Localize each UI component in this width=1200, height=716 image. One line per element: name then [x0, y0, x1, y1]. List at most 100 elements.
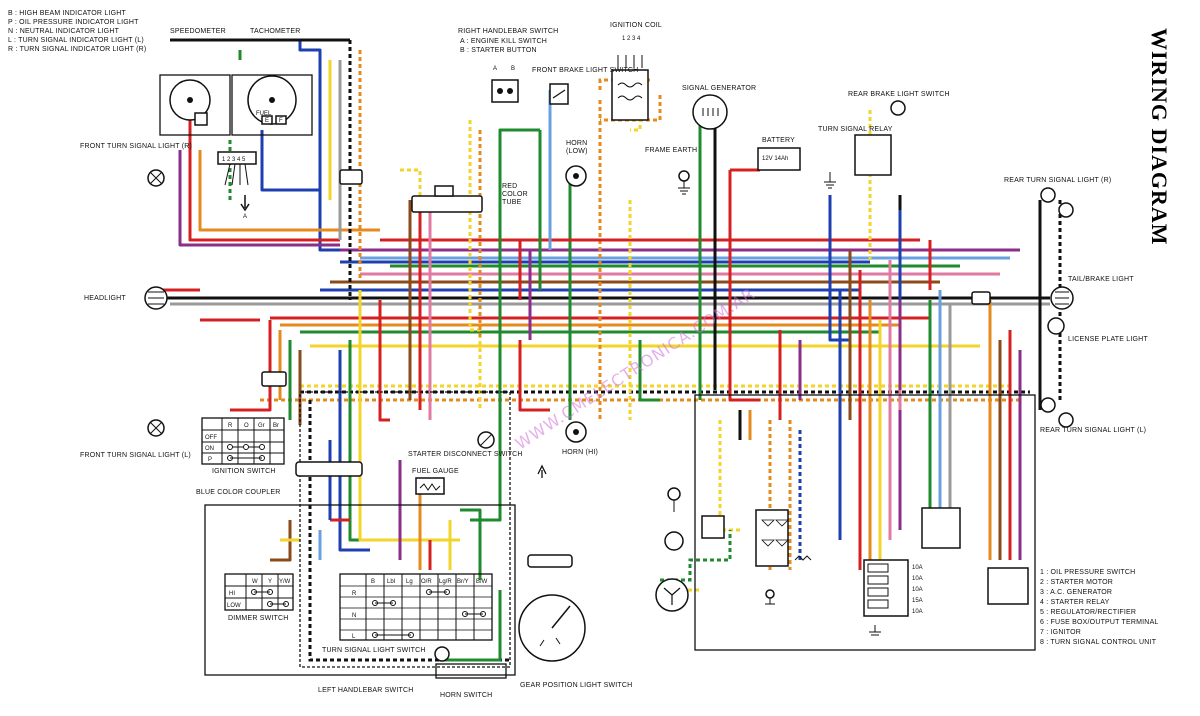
turn-signal-relay — [854, 134, 892, 176]
dimmer-row: LOW — [227, 603, 241, 609]
turn-row: R — [352, 591, 357, 597]
fuse-rating: 10A — [912, 576, 923, 582]
speedometer — [169, 79, 211, 126]
rear-turn-signal-right — [1040, 187, 1074, 218]
ignition-col: R — [228, 423, 233, 429]
horn-hi-label: HORN (HI) — [562, 449, 598, 456]
turn-signal-relay-label: TURN SIGNAL RELAY — [818, 126, 893, 133]
horn-switch-label: HORN SWITCH — [440, 692, 492, 699]
gauge-pins-label: 1 2 3 4 5 — [222, 157, 246, 163]
turn-row: L — [352, 634, 356, 640]
fuel-label: FUEL — [256, 111, 272, 117]
rear-turn-r-label: REAR TURN SIGNAL LIGHT (R) — [1004, 177, 1111, 184]
frame-earth-label: FRAME EARTH — [645, 147, 697, 154]
turn-row: N — [352, 613, 356, 619]
fuel-e-label: E — [265, 118, 269, 124]
legend-bottom-item: 4 : STARTER RELAY — [1040, 599, 1110, 606]
front-turn-r-label: FRONT TURN SIGNAL LIGHT (R) — [80, 143, 192, 150]
gear-coupler — [527, 554, 573, 568]
bottom-legend: 1 : OIL PRESSURE SWITCH 2 : STARTER MOTO… — [1040, 569, 1159, 646]
left-handlebar-enclosure — [299, 391, 511, 668]
gauge-connector — [217, 151, 257, 212]
rear-turn-signal-left — [1040, 397, 1074, 428]
tachometer-label: TACHOMETER — [250, 28, 300, 35]
front-brake-light-switch — [549, 83, 569, 105]
turn-col: O/R — [421, 579, 432, 585]
dimmer-col: W — [252, 579, 258, 585]
ignitor — [921, 507, 961, 549]
turn-col: Br/Y — [457, 579, 469, 585]
starter-disconnect-switch-label: STARTER DISCONNECT SWITCH — [408, 451, 523, 458]
turn-col: Lg — [406, 579, 413, 585]
legend-bottom-item: 2 : STARTER MOTOR — [1040, 579, 1113, 586]
tachometer-box — [231, 74, 313, 136]
headlight — [144, 286, 168, 310]
horn-low — [565, 165, 587, 187]
fuse-rating: 15A — [912, 598, 923, 604]
handlebar-legend-a: A : ENGINE KILL SWITCH — [460, 38, 547, 45]
fuse-rating: 10A — [912, 565, 923, 571]
legend-bottom-item: 6 : FUSE BOX/OUTPUT TERMINAL — [1040, 619, 1159, 626]
starter-disconnect-switch — [477, 431, 495, 449]
regulator-rectifier — [755, 509, 789, 567]
fuel-gauge-label: FUEL GAUGE — [412, 468, 459, 475]
meter-coupler — [339, 169, 363, 185]
left-handlebar-switch-label: LEFT HANDLEBAR SWITCH — [318, 687, 413, 694]
dimmer-switch-table — [224, 573, 294, 611]
legend-top-item: L : TURN SIGNAL INDICATOR LIGHT (L) — [8, 37, 144, 44]
fuel-f-label: F — [279, 118, 283, 124]
right-wires — [598, 78, 1062, 592]
starter-relay — [701, 515, 725, 539]
signal-generator — [692, 94, 728, 130]
ignition-coil-pins: 1 2 3 4 — [622, 36, 641, 42]
ignition-row: P — [208, 457, 212, 463]
fuel-gauge — [415, 477, 445, 495]
ignition-coil-label: IGNITION COIL — [610, 22, 662, 29]
left-handlebar-switch-box — [204, 504, 516, 676]
starter-motor — [664, 531, 684, 551]
regulator-earth — [765, 589, 775, 605]
rear-turn-l-label: REAR TURN SIGNAL LIGHT (L) — [1040, 427, 1146, 434]
legend-top-item: P : OIL PRESSURE INDICATOR LIGHT — [8, 19, 139, 26]
handlebar-a: A — [493, 66, 497, 72]
dimmer-row: HI — [229, 591, 235, 597]
horn-switch-symbol — [434, 646, 507, 679]
fuse-rating: 10A — [912, 587, 923, 593]
speedometer-box — [159, 74, 231, 136]
gear-position-light-switch-label: GEAR POSITION LIGHT SWITCH — [520, 682, 632, 689]
dimmer-col: Y/W — [279, 579, 291, 585]
ignition-row: OFF — [205, 435, 217, 441]
license-plate-light — [1047, 317, 1065, 335]
rear-brake-light-switch — [890, 100, 906, 116]
ignition-switch-table — [201, 417, 285, 465]
battery-earth — [824, 172, 836, 189]
front-brake-light-switch-label: FRONT BRAKE LIGHT SWITCH — [532, 67, 638, 74]
fuse-box — [863, 559, 909, 617]
right-handlebar-switch — [491, 79, 519, 103]
battery — [757, 147, 801, 171]
turn-signal-switch-table — [339, 573, 493, 641]
horn-low-sub: (LOW) — [566, 148, 588, 155]
turn-col: Lg/R — [439, 579, 452, 585]
tail-brake-light-label: TAIL/BRAKE LIGHT — [1068, 276, 1134, 283]
ignition-switch-label: IGNITION SWITCH — [212, 468, 276, 475]
battery-label: BATTERY — [762, 137, 795, 144]
dimmer-switch-label: DIMMER SWITCH — [228, 615, 289, 622]
horn-low-label: HORN — [566, 140, 587, 147]
red-color-tube-3: TUBE — [502, 199, 522, 206]
blue-color-coupler-label: BLUE COLOR COUPLER — [196, 489, 281, 496]
headlight-label: HEADLIGHT — [84, 295, 126, 302]
turn-signal-light-switch-label: TURN SIGNAL LIGHT SWITCH — [322, 647, 426, 654]
legend-top-item: R : TURN SIGNAL INDICATOR LIGHT (R) — [8, 46, 146, 53]
top-legend: B : HIGH BEAM INDICATOR LIGHT P : OIL PR… — [8, 10, 146, 53]
fuse-earth — [869, 625, 881, 636]
legend-bottom-item: 3 : A.C. GENERATOR — [1040, 589, 1112, 596]
tachometer — [247, 75, 297, 125]
rear-brake-light-switch-label: REAR BRAKE LIGHT SWITCH — [848, 91, 950, 98]
turn-col: B/W — [476, 579, 488, 585]
front-turn-signal-left — [147, 419, 165, 437]
left-wires — [158, 38, 380, 425]
horn-hi — [565, 421, 587, 443]
front-turn-l-label: FRONT TURN SIGNAL LIGHT (L) — [80, 452, 191, 459]
